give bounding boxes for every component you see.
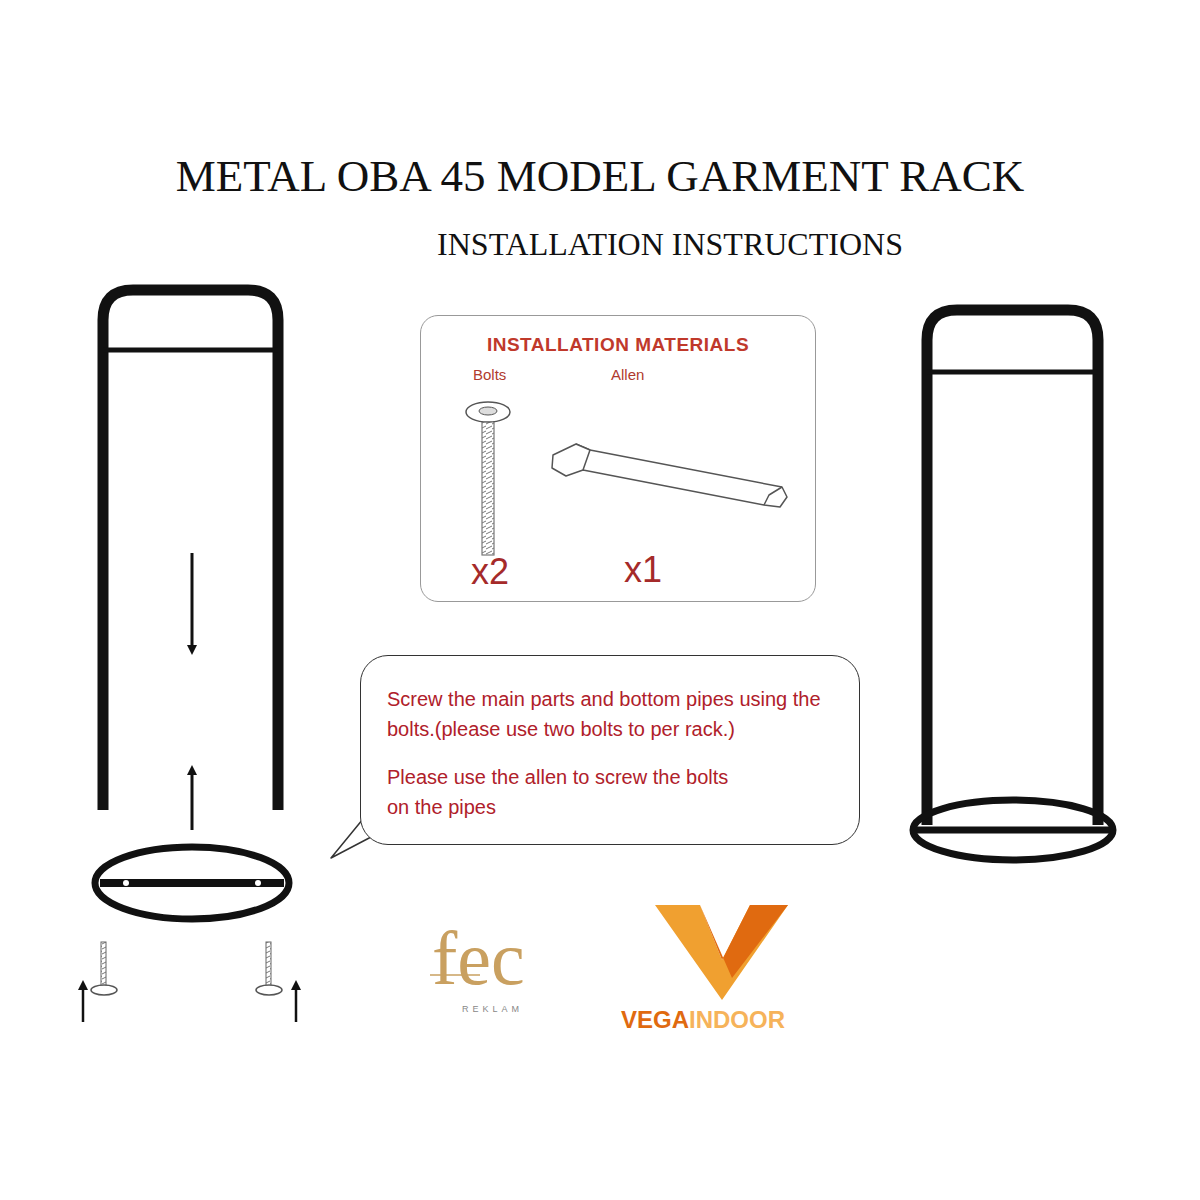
direction-arrow <box>191 553 194 650</box>
instruction-text: Screw the main parts and bottom pipes us… <box>387 684 847 744</box>
direction-arrow <box>82 985 85 1022</box>
materials-box: INSTALLATION MATERIALS Bolts Allen x2 x1 <box>420 315 816 602</box>
rack-frame <box>103 290 278 810</box>
logo-text: VEGA <box>621 1006 689 1034</box>
rack-base <box>95 847 289 919</box>
subtitle: INSTALLATION INSTRUCTIONS <box>0 226 1200 263</box>
rack-frame <box>913 310 1113 860</box>
logo-text: REKLAM <box>462 1004 523 1014</box>
part-name: Bolts <box>473 366 506 383</box>
logo-text: INDOOR <box>689 1006 785 1034</box>
callout-bubble: Screw the main parts and bottom pipes us… <box>360 655 860 845</box>
quantity: x1 <box>624 552 662 588</box>
bolt-symbol <box>466 402 510 555</box>
direction-arrow <box>191 770 194 830</box>
box-heading: INSTALLATION MATERIALS <box>421 334 815 356</box>
instruction-text: Please use the allen to screw the bolts … <box>387 762 747 822</box>
logo <box>430 905 788 1000</box>
logo-text: fec <box>432 920 525 996</box>
quantity: x2 <box>471 554 509 590</box>
part-name: Allen <box>611 366 644 383</box>
allen-key <box>552 444 787 507</box>
title: METAL OBA 45 MODEL GARMENT RACK <box>0 150 1200 202</box>
direction-arrow <box>295 985 298 1022</box>
bolt-symbol <box>91 942 282 995</box>
